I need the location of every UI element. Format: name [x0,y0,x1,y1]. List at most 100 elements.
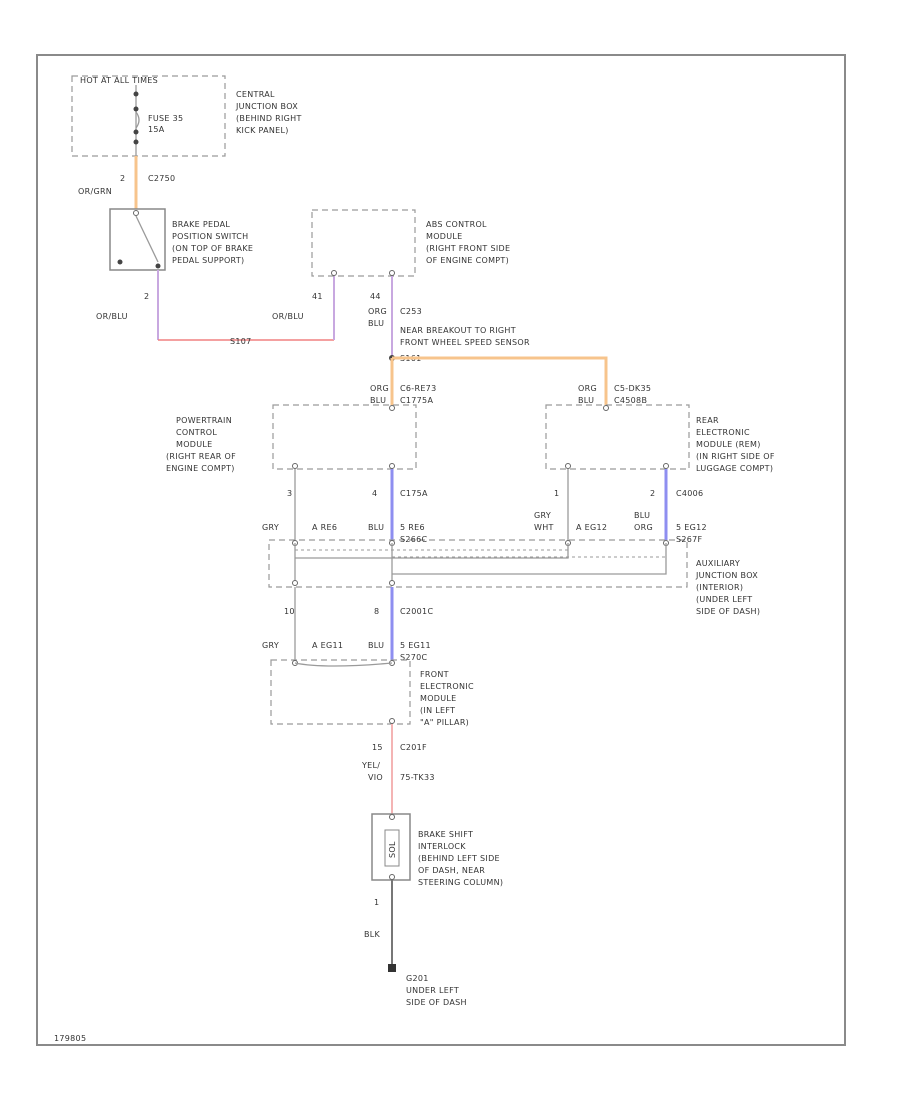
ajb-c3: A EG12 [576,523,607,532]
ajb-c4b: S267F [676,535,703,544]
abs-label-3: (RIGHT FRONT SIDE [426,244,510,253]
fem-conn-bot: C201F [400,743,427,752]
rem-wire-top-2: BLU [578,396,594,405]
pcm-wire-top-2: BLU [370,396,386,405]
rem-label-4: (IN RIGHT SIDE OF [696,452,775,461]
rem-box [545,404,690,470]
brake-switch-label-4: PEDAL SUPPORT) [172,256,244,265]
rem-label-1: REAR [696,416,719,425]
fem-label-5: "A" PILLAR) [420,718,469,727]
brake-shift-interlock: SOL BRAKE SHIFT INTERLOCK (BEHIND LEFT S… [371,813,503,887]
ground-label-3: SIDE OF DASH [406,998,467,1007]
auxiliary-junction-box: GRY A RE6 BLU 5 RE6 S266C GRY WHT A EG12… [262,511,760,616]
pcm-box [272,404,417,470]
fem-pin-bot: 15 [372,743,383,752]
front-electronic-module: FRONT ELECTRONIC MODULE (IN LEFT "A" PIL… [270,659,474,727]
rem-wire-top-1: ORG [578,384,597,393]
pcm-conn-b: C175A [400,489,428,498]
ground-label-1: G201 [406,974,429,983]
pcm-label-4: (RIGHT REAR OF [166,452,236,461]
abs-control-module: ABS CONTROL MODULE (RIGHT FRONT SIDE OF … [311,209,510,277]
interlock-label-4: OF DASH, NEAR [418,866,485,875]
fuse-amps: 15A [148,125,165,134]
fuse-block-box [71,75,226,157]
interlock-pin: 1 [374,898,379,907]
interlock-label-1: BRAKE SHIFT [418,830,473,839]
ajb-label-1: AUXILIARY [696,559,740,568]
fem-c1: A EG11 [312,641,343,650]
abs-label-2: MODULE [426,232,463,241]
ajb-w3: GRY [534,511,551,520]
pcm-conn-top: C6-RE73 [400,384,436,393]
ajb-w4b: ORG [634,523,653,532]
fem-box [270,659,411,725]
abs-wire-right-1: ORG [368,307,387,316]
fem-wire-bot-1: YEL/ [361,761,380,770]
fem-c2b: S270C [400,653,428,662]
brake-switch-label-2: POSITION SWITCH [172,232,249,241]
footer-code: 179805 [54,1034,86,1043]
abs-wire-left: OR/BLU [272,312,304,321]
pcm-label-3: MODULE [176,440,213,449]
rem-label-2: ELECTRONIC [696,428,750,437]
abs-conn-right: C253 [400,307,422,316]
fem-c2: 5 EG11 [400,641,431,650]
ajb-label-4: (UNDER LEFT [696,595,752,604]
abs-wire-right-2: BLU [368,319,384,328]
pcm-label-2: CONTROL [176,428,217,437]
solenoid-coil [384,829,400,867]
brake-switch-pin: 2 [144,292,149,301]
interlock-wire: BLK [364,930,381,939]
c2001-conn: C2001C [400,607,433,616]
ground-symbol [388,964,396,972]
fem-label-4: (IN LEFT [420,706,455,715]
cjb-loc-3: (BEHIND RIGHT [236,114,302,123]
rem-label-5: LUGGAGE COMPT) [696,464,773,473]
central-junction-box: HOT AT ALL TIMES FUSE 35 15A CENTRAL JUN… [71,75,302,157]
solenoid-text: SOL [388,841,397,858]
interlock-label-5: STEERING COLUMN) [418,878,503,887]
pcm-pin-a: 3 [287,489,292,498]
ajb-box [268,539,688,588]
cjb-loc-1: CENTRAL [236,90,275,99]
brake-pedal-position-switch: BRAKE PEDAL POSITION SWITCH (ON TOP OF B… [109,208,253,271]
splice-s107: S107 [230,337,252,346]
c2001-pin-a: 10 [284,607,295,616]
c2001-pin-b: 8 [374,607,379,616]
fem-label-1: FRONT [420,670,449,679]
rem-pin-b: 2 [650,489,655,498]
c2750-wire: OR/GRN [78,187,112,196]
fem-w2: BLU [368,641,384,650]
rem-conn-top: C5-DK35 [614,384,651,393]
abs-label-1: ABS CONTROL [426,220,487,229]
fem-conn-bot-2: 75-TK33 [400,773,435,782]
cjb-loc-2: JUNCTION BOX [235,102,298,111]
fem-wire-bot-2: VIO [368,773,383,782]
abs-box [311,209,416,277]
fem-label-3: MODULE [420,694,457,703]
ajb-c2: 5 RE6 [400,523,425,532]
rem-conn-b: C4006 [676,489,703,498]
pcm-label-5: ENGINE COMPT) [166,464,235,473]
brake-switch-label-3: (ON TOP OF BRAKE [172,244,253,253]
brake-switch-label-1: BRAKE PEDAL [172,220,230,229]
brake-switch-box [109,208,166,271]
ajb-w2: BLU [368,523,384,532]
ajb-label-2: JUNCTION BOX [695,571,758,580]
ajb-c4: 5 EG12 [676,523,707,532]
rear-electronic-module: REAR ELECTRONIC MODULE (REM) (IN RIGHT S… [545,404,775,473]
ajb-w4: BLU [634,511,650,520]
rem-label-3: MODULE (REM) [696,440,761,449]
powertrain-control-module: POWERTRAIN CONTROL MODULE (RIGHT REAR OF… [166,404,417,473]
fuse-header: HOT AT ALL TIMES [80,76,158,85]
ajb-c1: A RE6 [312,523,337,532]
abs-pin-right: 44 [370,292,381,301]
cjb-loc-4: KICK PANEL) [236,126,289,135]
fem-w1: GRY [262,641,279,650]
interlock-label-3: (BEHIND LEFT SIDE [418,854,500,863]
breakout-note-2: FRONT WHEEL SPEED SENSOR [400,338,530,347]
wire-org-blu-rem [392,356,608,405]
ajb-c2b: S266C [400,535,428,544]
breakout-note-1: NEAR BREAKOUT TO RIGHT [400,326,516,335]
